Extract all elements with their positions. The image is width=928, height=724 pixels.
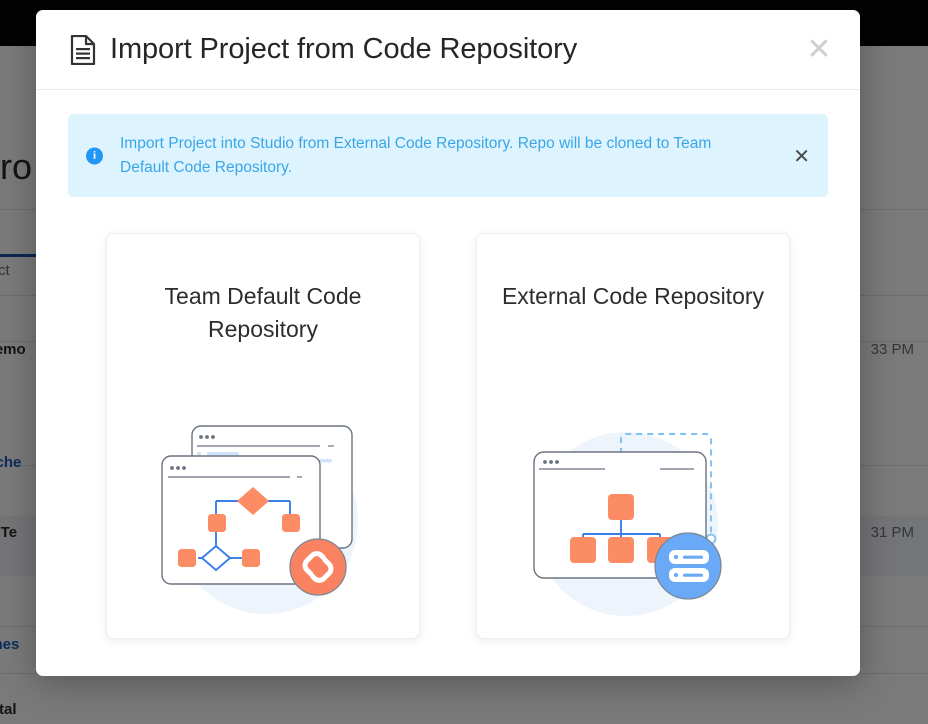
info-banner: i Import Project into Studio from Extern… xyxy=(68,114,828,198)
repository-options: Team Default Code Repository xyxy=(68,197,828,676)
option-title: External Code Repository xyxy=(501,283,765,310)
page-title: Import Project from Code Repository xyxy=(110,33,578,65)
modal-header: Import Project from Code Repository ✕ xyxy=(36,10,860,90)
team-default-repository-illustration xyxy=(138,404,388,624)
external-repository-illustration xyxy=(508,404,758,624)
option-card-external-code-repository[interactable]: External Code Repository xyxy=(476,233,790,640)
option-card-team-default-code-repository[interactable]: Team Default Code Repository xyxy=(106,233,420,640)
modal-body: i Import Project into Studio from Extern… xyxy=(36,90,860,676)
option-title: Team Default Code Repository xyxy=(164,283,362,342)
document-icon xyxy=(70,34,96,65)
close-icon[interactable]: ✕ xyxy=(806,31,832,67)
import-project-modal: Import Project from Code Repository ✕ i … xyxy=(36,10,860,676)
info-banner-message: Import Project into Studio from External… xyxy=(120,135,712,176)
banner-close-icon[interactable]: ✕ xyxy=(793,143,810,168)
info-icon: i xyxy=(86,147,103,165)
